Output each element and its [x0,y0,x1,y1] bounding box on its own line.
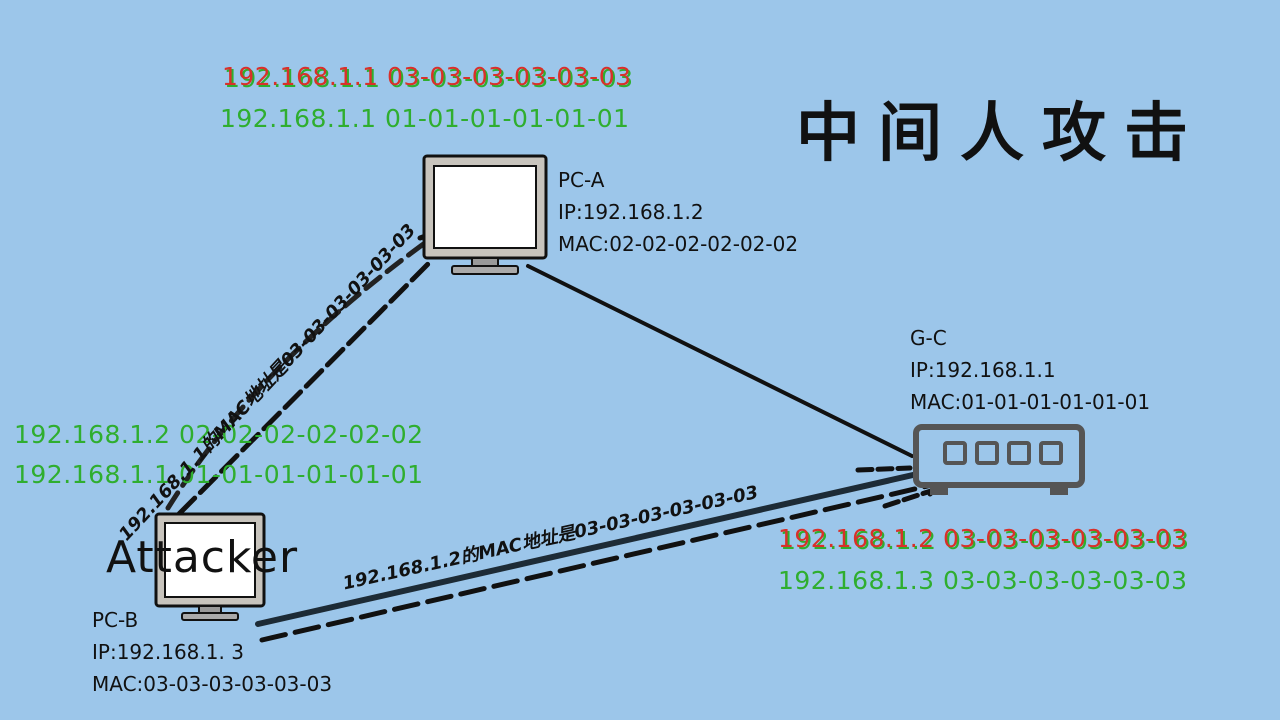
gateway-name: G-C [910,326,947,350]
pc-b-name: PC-B [92,608,139,632]
pc-b-mac: MAC:03-03-03-03-03-03 [92,672,333,696]
gateway-arp-original: 192.168.1.3 03-03-03-03-03-03 [778,566,1188,595]
page-title: 中间人攻击 [796,96,1206,171]
pc-b-ip: IP:192.168.1. 3 [92,640,244,664]
pc-b-arp-entry-2: 192.168.1.1 01-01-01-01-01-01 [14,460,424,489]
gateway-mac: MAC:01-01-01-01-01-01 [910,390,1151,414]
pc-b-arp-entry-1: 192.168.1.2 02-02-02-02-02-02 [14,420,424,449]
spoof-arrow-pc-a-1 [155,259,433,538]
switch-icon-gateway [913,424,1085,495]
pc-a-mac: MAC:02-02-02-02-02-02 [558,232,799,256]
spoof-arrow-gateway-1 [255,467,938,627]
pc-a-arp-poisoned: 192.168.1.1 03-03-03-03-03-03 [222,62,632,91]
attacker-label: Attacker [106,532,299,583]
pc-a-name: PC-A [558,168,605,192]
spoof-arrow-pc-a-2 [165,229,443,511]
monitor-icon-pc-b [154,512,266,621]
spoof-arrow-gateway-3 [855,465,913,473]
pc-a-ip: IP:192.168.1.2 [558,200,704,224]
link-pc-a-gateway [526,264,914,458]
gateway-arp-poisoned: 192.168.1.2 03-03-03-03-03-03 [778,524,1188,553]
monitor-icon-pc-a [422,154,548,275]
pc-a-arp-original: 192.168.1.1 01-01-01-01-01-01 [220,104,630,133]
spoof-arrow-gateway-2 [259,479,948,643]
gateway-ip: IP:192.168.1.1 [910,358,1056,382]
